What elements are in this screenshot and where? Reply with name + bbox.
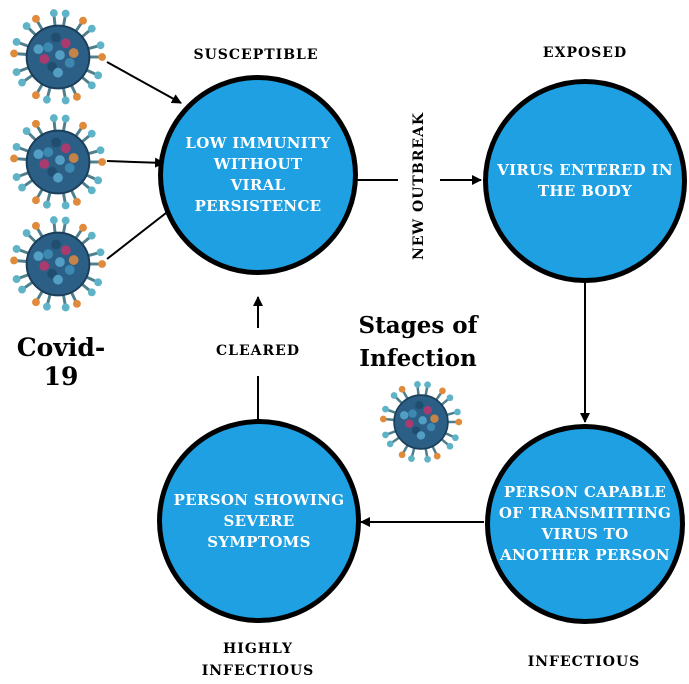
coronavirus-icon (10, 114, 107, 210)
stage-label-susceptible: SUSCEPTIBLE (193, 47, 319, 63)
stage-circle-highly-infectious-text: PERSON SHOWING SEVERE SYMPTOMS (173, 490, 345, 551)
stage-label-exposed: EXPOSED (542, 45, 628, 61)
stage-label-highly-infectious: HIGHLY INFECTIOUS (201, 641, 315, 679)
coronavirus-icon (10, 9, 107, 105)
stage-circle-susceptible-text: LOW IMMUNITY WITHOUT VIRAL PERSISTENCE (185, 134, 331, 215)
arrow-virus3-to-susceptible (106, 205, 176, 260)
coronavirus-icon (379, 381, 463, 463)
arrow-virus2-to-susceptible (106, 157, 165, 168)
stage-circle-exposed: VIRUS ENTERED IN THE BODY (483, 79, 687, 283)
stage-circle-susceptible: LOW IMMUNITY WITHOUT VIRAL PERSISTENCE (158, 75, 358, 275)
center-title: Stages of Infection (358, 312, 478, 372)
stage-label-infectious: INFECTIOUS (527, 654, 641, 670)
arrow-virus1-to-susceptible (106, 61, 182, 104)
edge-label-cleared: CLEARED (216, 343, 300, 359)
edge-label-new-outbreak: NEW OUTBREAK (411, 111, 427, 261)
coronavirus-icon (10, 216, 107, 312)
stage-circle-exposed-text: VIRUS ENTERED IN THE BODY (497, 161, 673, 200)
stage-circle-infectious-text: PERSON CAPABLE OF TRANSMITTING VIRUS TO … (498, 483, 672, 564)
virus-label: Covid-19 (16, 333, 106, 391)
stage-circle-infectious: PERSON CAPABLE OF TRANSMITTING VIRUS TO … (485, 424, 685, 624)
stage-circle-highly-infectious: PERSON SHOWING SEVERE SYMPTOMS (157, 419, 361, 623)
